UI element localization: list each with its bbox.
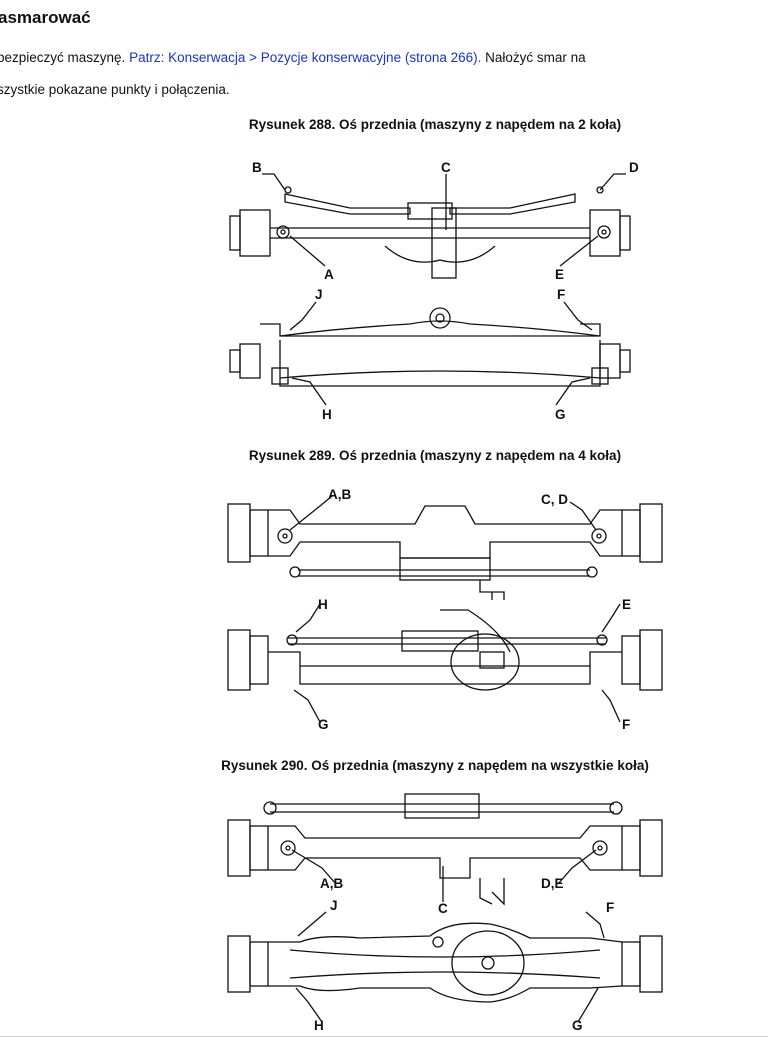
instruction-text-end: Nałożyć smar na bbox=[485, 50, 586, 65]
label-H: H bbox=[322, 407, 332, 422]
label-F: F bbox=[557, 287, 565, 302]
instruction-paragraph: bezpieczyć maszynę. Patrz: Konserwacja >… bbox=[0, 50, 586, 65]
page-bottom-divider bbox=[0, 1036, 768, 1037]
axle-top-view bbox=[227, 793, 663, 906]
label-D: D bbox=[629, 160, 639, 175]
label-F: F bbox=[622, 717, 630, 732]
instruction-paragraph-2: szystkie pokazane punkty i połączenia. bbox=[0, 82, 230, 97]
axle-bottom-view bbox=[227, 609, 663, 691]
label-J: J bbox=[330, 898, 338, 913]
label-H: H bbox=[314, 1018, 324, 1033]
section-heading: asmarować bbox=[0, 8, 91, 27]
axle-top-view bbox=[229, 186, 631, 279]
label-E: E bbox=[622, 597, 631, 612]
label-AB: A,B bbox=[320, 876, 344, 891]
label-G: G bbox=[572, 1018, 583, 1033]
label-B: B bbox=[252, 160, 262, 175]
label-CD: C, D bbox=[541, 492, 568, 507]
label-J: J bbox=[315, 287, 323, 302]
maintenance-positions-link[interactable]: Patrz: Konserwacja > Pozycje konserwacyj… bbox=[129, 50, 482, 65]
label-AB: A,B bbox=[328, 487, 352, 502]
axle-top-view bbox=[227, 503, 663, 600]
figure-289-front-axle-4wd: A,B C, D H E G F bbox=[227, 487, 663, 732]
figure-289-caption: Rysunek 289. Oś przednia (maszyny z napę… bbox=[248, 448, 622, 463]
label-C: C bbox=[441, 160, 451, 175]
label-E: E bbox=[555, 267, 564, 282]
label-H: H bbox=[318, 597, 328, 612]
label-G: G bbox=[318, 717, 329, 732]
instruction-text-start: bezpieczyć maszynę. bbox=[0, 50, 126, 65]
label-DE: D,E bbox=[541, 876, 564, 891]
axle-bottom-view bbox=[229, 307, 631, 387]
figure-288-front-axle-2wd: B C D A E J F H G bbox=[229, 160, 639, 422]
figure-290-caption: Rysunek 290. Oś przednia (maszyny z napę… bbox=[221, 758, 649, 773]
label-C: C bbox=[438, 901, 448, 916]
axle-bottom-view bbox=[227, 922, 663, 1003]
figure-288-caption: Rysunek 288. Oś przednia (maszyny z napę… bbox=[248, 117, 622, 132]
label-F: F bbox=[606, 900, 614, 915]
label-A: A bbox=[324, 267, 334, 282]
figure-290-front-axle-awd: A,B C D,E J F H G bbox=[227, 793, 663, 1033]
label-G: G bbox=[555, 407, 566, 422]
